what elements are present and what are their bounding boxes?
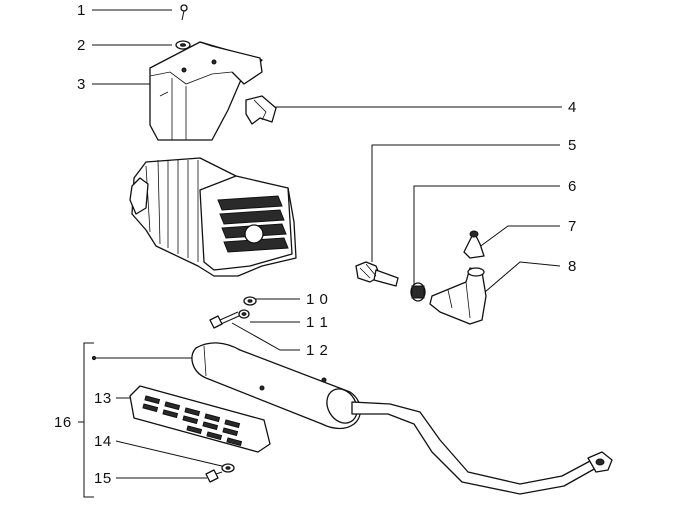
- fasteners-parts-10-12: [209, 296, 257, 329]
- leader-12: [231, 322, 300, 351]
- cap-part-7: [463, 230, 485, 259]
- callout-4: 4: [568, 99, 577, 116]
- callout-10: 1 0: [306, 291, 329, 308]
- heat-shield-part-13: [129, 385, 271, 453]
- callout-11: 1 1: [306, 314, 329, 331]
- connector-part-6: [410, 282, 426, 302]
- callout-16: 16: [54, 414, 72, 431]
- plug-cap-part-8: [429, 267, 487, 325]
- callout-5: 5: [568, 137, 577, 154]
- bolt-part-12: [209, 315, 223, 329]
- leader-8: [477, 261, 561, 299]
- callout-15: 15: [94, 470, 112, 487]
- callout-2: 2: [77, 37, 86, 54]
- exhaust-muffler: [191, 342, 613, 495]
- spark-plug-part-5: [355, 261, 399, 287]
- callout-1: 1: [77, 2, 86, 19]
- screw-part-15: [205, 469, 223, 483]
- leader-5: [371, 144, 560, 262]
- callout-8: 8: [568, 258, 577, 275]
- leader-6: [413, 185, 560, 290]
- cylinder-cowl-part-3: [149, 41, 263, 141]
- washer-part-2: [175, 40, 191, 50]
- clip-part-4: [245, 95, 277, 125]
- leader-dot-16: [91, 355, 97, 361]
- leader-lines: [78, 9, 562, 498]
- leader-14: [115, 440, 227, 468]
- callout-12: 1 2: [306, 342, 329, 359]
- callout-6: 6: [568, 178, 577, 195]
- cylinder-head-block: [129, 157, 297, 277]
- callout-7: 7: [568, 218, 577, 235]
- callout-14: 14: [94, 433, 112, 450]
- group-bracket-16: [83, 342, 94, 498]
- callout-13: 13: [94, 390, 112, 407]
- screw-part-1: [180, 4, 188, 21]
- leader-7: [477, 225, 560, 249]
- washer-part-14: [221, 463, 235, 473]
- callout-3: 3: [77, 76, 86, 93]
